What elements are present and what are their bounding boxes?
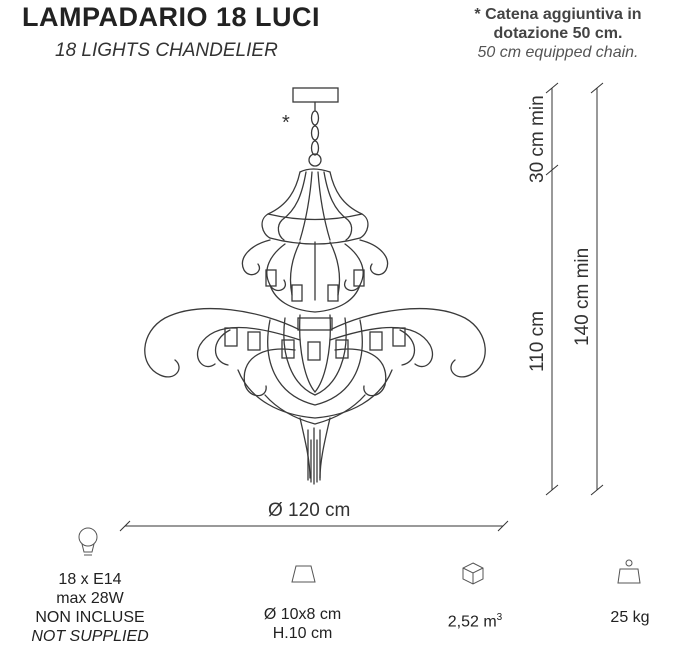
upper-candles	[265, 269, 365, 302]
page-subtitle: 18 LIGHTS CHANDELIER	[55, 40, 278, 61]
chain-link	[310, 110, 320, 126]
outer-arms	[144, 307, 486, 397]
bulb-icon	[78, 527, 98, 556]
bulb-spec-power: max 28W	[56, 590, 124, 607]
weight-spec: 25 kg	[585, 608, 675, 627]
cube-icon	[462, 562, 484, 585]
ceiling-canopy	[292, 87, 339, 103]
volume-spec-value: 2,52 m	[447, 613, 497, 631]
chain-asterisk: *	[282, 112, 290, 134]
upper-arms	[241, 239, 389, 313]
lower-candles	[224, 317, 406, 361]
shade-spec-height: H.10 cm	[272, 625, 333, 642]
shade-spec: Ø 10x8 cm H.10 cm	[230, 605, 375, 643]
total-dimension-label: 140 cm min	[572, 247, 593, 346]
body-dimension-label: 110 cm	[527, 311, 548, 372]
crown-cage	[261, 168, 369, 245]
bulb-spec: 18 x E14 max 28W NON INCLUSE NOT SUPPLIE…	[15, 570, 165, 646]
shade-spec-diameter: Ø 10x8 cm	[263, 606, 342, 623]
lampshade-icon	[291, 565, 316, 583]
bulb-spec-quantity: 18 x E14	[58, 571, 122, 588]
page-title: LAMPADARIO 18 LUCI	[22, 2, 321, 32]
chain-note-line1: * Catena aggiuntiva in	[474, 6, 642, 23]
diameter-label: Ø 120 cm	[268, 500, 351, 521]
chain-dimension-label: 30 cm min	[527, 95, 548, 183]
bulb-spec-not-included: NON INCLUSE	[35, 609, 145, 626]
chain-note-line2: dotazione 50 cm.	[493, 25, 623, 42]
volume-spec: 2,52 m3	[420, 608, 530, 631]
chain-note-line3: 50 cm equipped chain.	[477, 44, 639, 61]
bulb-spec-not-supplied: NOT SUPPLIED	[31, 628, 149, 645]
chain-note: * Catena aggiuntiva in dotazione 50 cm. …	[438, 5, 678, 62]
volume-spec-exponent: 3	[496, 612, 503, 623]
chain-ring	[308, 153, 322, 167]
bottom-finial	[299, 417, 331, 485]
lower-bowl	[237, 314, 393, 425]
weight-spec-value: 25 kg	[610, 609, 650, 626]
weight-icon	[617, 559, 641, 584]
dimension-lines	[119, 82, 604, 532]
